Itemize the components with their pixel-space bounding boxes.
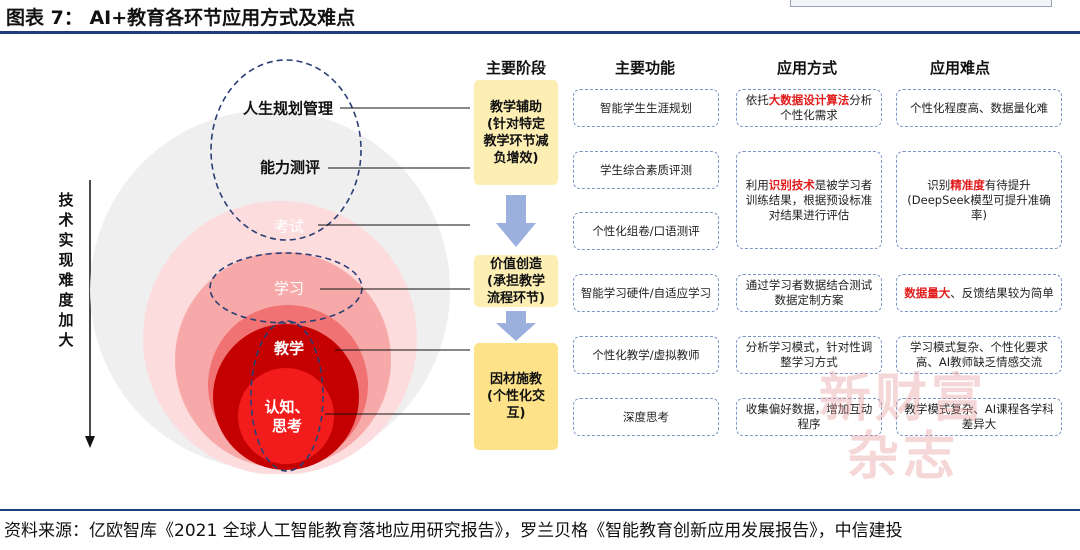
col-header-method: 应用方式 xyxy=(776,59,838,77)
method-box-custom-plan: 通过学习者数据结合测试数据定制方案 xyxy=(736,274,882,312)
figure-title: 图表 7： AI+教育各环节应用方式及难点 xyxy=(6,7,356,29)
difficulty-text-post: 教学模式复杂、AI课程各学科差异大 xyxy=(904,402,1054,431)
difficulty-axis-arrow-icon xyxy=(85,180,95,448)
dashed-ellipse-bottom xyxy=(250,320,324,472)
stage-arrow-down-icon xyxy=(496,311,536,341)
method-text-post: 通过学习者数据结合测试数据定制方案 xyxy=(745,278,873,307)
watermark-logo: 新财富 杂志 xyxy=(818,369,987,487)
col-header-stage: 主要阶段 xyxy=(485,59,547,77)
label-life-planning: 人生规划管理 xyxy=(242,99,334,118)
label-cognition: 认知、 思考 xyxy=(264,398,310,435)
label-exam: 考试 xyxy=(273,217,305,236)
difficulty-highlight: 精准度 xyxy=(950,177,985,192)
function-box-virtual-teacher: 个性化教学/虚拟教师 xyxy=(573,336,719,374)
label-ability-assessment: 能力测评 xyxy=(259,158,321,177)
difficulty-axis-label: 技术实现难度加大 xyxy=(58,191,74,349)
difficulty-text-post: 学习模式复杂、个性化要求高、AI教师缺乏情感交流 xyxy=(910,340,1048,369)
dashed-ellipse-mid xyxy=(209,252,363,324)
method-text-post: 分析个性化需求 xyxy=(780,93,873,122)
method-box-preference-data: 收集偏好数据，增加互动程序 xyxy=(736,398,882,436)
method-highlight: 识别技术 xyxy=(768,177,815,192)
label-teach: 教学 xyxy=(273,339,305,358)
difficulty-box-data-volume: 数据量大、反馈结果较为简单 xyxy=(896,274,1062,312)
footer-rule xyxy=(0,509,1080,511)
function-box-career-planning: 智能学生生涯规划 xyxy=(573,89,719,127)
method-text-pre: 利用 xyxy=(745,177,769,192)
difficulty-box-quantify: 个性化程度高、数据量化难 xyxy=(896,89,1062,127)
function-box-quality-assessment: 学生综合素质评测 xyxy=(573,151,719,189)
concentric-circles-diagram xyxy=(90,59,470,474)
method-text-post: 是被学习者训练结果，根据预设标准对结果进行评估 xyxy=(745,177,873,222)
dashed-ellipse-top xyxy=(210,59,362,241)
difficulty-highlight: 数据量大 xyxy=(904,285,951,300)
difficulty-box-emotion: 学习模式复杂、个性化要求高、AI教师缺乏情感交流 xyxy=(896,336,1062,374)
method-box-big-data: 依托大数据设计算法分析个性化需求 xyxy=(736,89,882,127)
stage-box-teaching-aid: 教学辅助 (针对特定 教学环节减 负增效) xyxy=(474,80,558,185)
col-header-function: 主要功能 xyxy=(614,59,676,77)
difficulty-text-post: 、反馈结果较为简单 xyxy=(950,285,1054,300)
difficulty-text-post: 有待提升 (DeepSeek模型可提升准确率) xyxy=(907,177,1051,222)
function-box-adaptive-learning: 智能学习硬件/自适应学习 xyxy=(573,274,719,312)
method-box-recognition: 利用识别技术是被学习者训练结果，根据预设标准对结果进行评估 xyxy=(736,151,882,249)
stage-box-value-creation: 价值创造 (承担教学 流程环节) xyxy=(474,255,558,307)
circle-cognition xyxy=(238,368,334,464)
col-header-difficulty: 应用难点 xyxy=(929,59,991,77)
source-note: 资料来源：亿欧智库《2021 全球人工智能教育落地应用研究报告》，罗兰贝格《智能… xyxy=(4,521,903,541)
header-decor-box xyxy=(790,0,1052,7)
method-highlight: 大数据设计算法 xyxy=(768,93,850,107)
label-study: 学习 xyxy=(273,279,305,298)
function-box-deep-thinking: 深度思考 xyxy=(573,398,719,436)
stage-box-personalized: 因材施教 (个性化交 互) xyxy=(474,343,558,450)
method-text-pre: 依托 xyxy=(745,93,769,107)
figure-header: 图表 7： AI+教育各环节应用方式及难点 xyxy=(0,0,1080,34)
method-box-learning-mode: 分析学习模式，针对性调整学习方式 xyxy=(736,336,882,374)
method-text-post: 收集偏好数据，增加互动程序 xyxy=(745,402,873,431)
header-rule xyxy=(0,31,1080,34)
method-text-post: 分析学习模式，针对性调整学习方式 xyxy=(745,340,873,369)
difficulty-text-pre: 识别 xyxy=(927,177,951,192)
difficulty-box-subject-diff: 教学模式复杂、AI课程各学科差异大 xyxy=(896,398,1062,436)
difficulty-text-post: 个性化程度高、数据量化难 xyxy=(910,100,1048,115)
function-box-paper-oral-test: 个性化组卷/口语测评 xyxy=(573,212,719,250)
stage-arrow-down-icon xyxy=(496,195,536,247)
difficulty-box-accuracy: 识别精准度有待提升 (DeepSeek模型可提升准确率) xyxy=(896,151,1062,249)
